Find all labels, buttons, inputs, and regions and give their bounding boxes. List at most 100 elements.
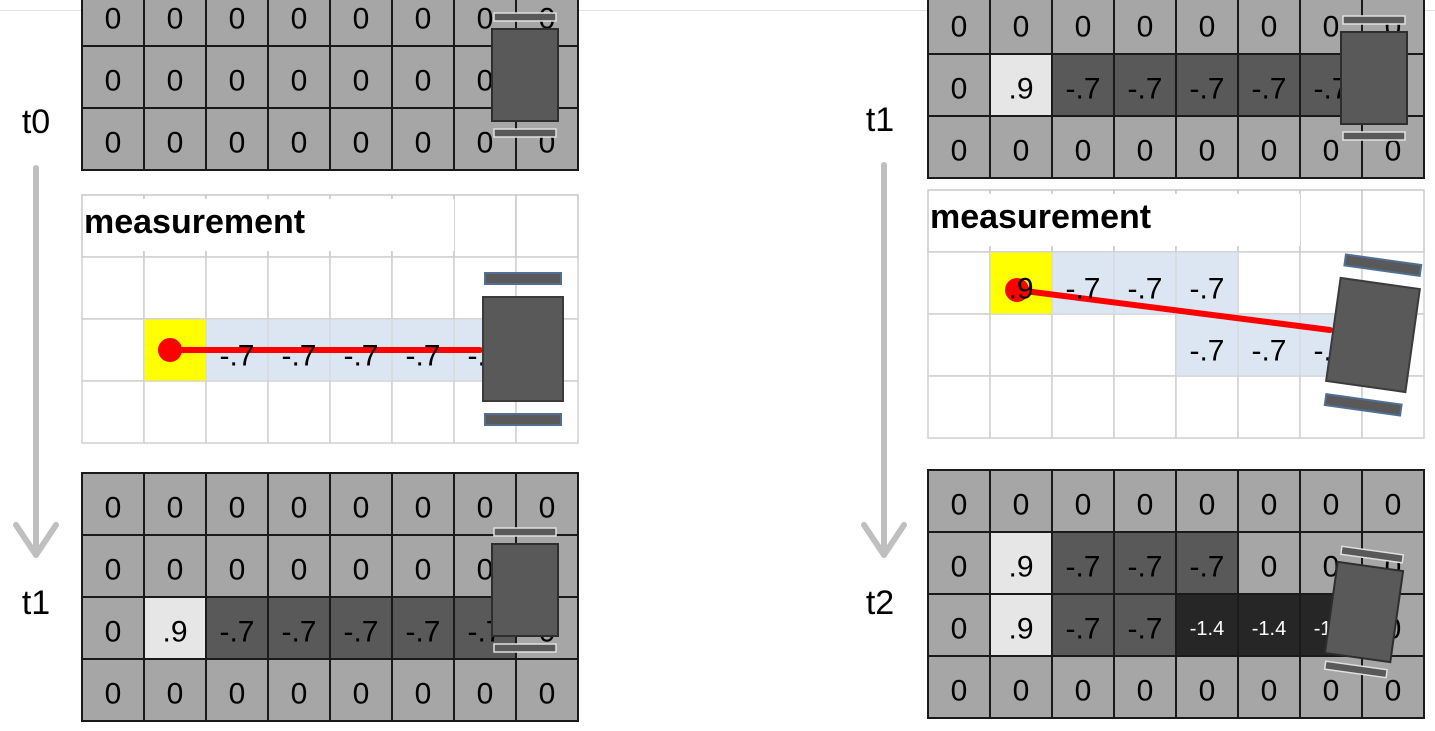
- cell-value: 0: [951, 675, 968, 708]
- grid-cell: [1175, 53, 1239, 117]
- measurement-cell: [1051, 375, 1115, 439]
- cell-value: 0: [229, 3, 246, 36]
- measurement-cell: [927, 375, 991, 439]
- grid-after: 00000000000000000.9-.7-.7-.7-.7-.7000000…: [81, 472, 579, 722]
- measurement-cell: [1237, 251, 1301, 315]
- measurement-cell: [989, 313, 1053, 377]
- cell-value: 0: [1199, 11, 1216, 44]
- grid-cell: [1113, 115, 1177, 179]
- cell-value: -.7: [219, 616, 254, 649]
- cell-value: 0: [353, 3, 370, 36]
- time-arrow: [861, 162, 907, 558]
- measurement-cell: [143, 380, 207, 444]
- cell-value: 0: [415, 678, 432, 711]
- cell-value: 0: [1385, 489, 1402, 522]
- cell-value: -1.4: [1252, 618, 1286, 640]
- cell-value: 0: [951, 11, 968, 44]
- cell-value: -.7: [1189, 73, 1224, 106]
- grid-cell: [267, 107, 331, 171]
- cell-value: -.7: [1127, 613, 1162, 646]
- laser-ray: [1014, 287, 1333, 333]
- robot-after: [491, 527, 559, 653]
- grid-cell: [453, 472, 517, 536]
- title-bg: [930, 194, 1300, 246]
- grid-cell: [1175, 655, 1239, 719]
- cell-value: -.7: [1251, 73, 1286, 106]
- cell-value: 0: [1261, 489, 1278, 522]
- robot-after: [1323, 545, 1405, 679]
- cell-value: 0: [1261, 675, 1278, 708]
- measurement-cell: [81, 256, 145, 320]
- cell-value: 0: [167, 492, 184, 525]
- grid-cell: [81, 534, 145, 598]
- measurement-cell: [205, 380, 269, 444]
- cell-value: 0: [167, 554, 184, 587]
- cell-value: 0: [1075, 11, 1092, 44]
- time-label-top: t1: [866, 101, 894, 139]
- measurement-value: -.7: [1189, 273, 1224, 306]
- robot-wheel: [484, 272, 562, 285]
- grid-cell: [927, 655, 991, 719]
- cell-value: 0: [229, 678, 246, 711]
- cell-value: 0: [1199, 135, 1216, 168]
- grid-cell: [1361, 469, 1425, 533]
- cell-value: -.7: [1127, 73, 1162, 106]
- measurement-cell: [515, 194, 579, 258]
- cell-value: 0: [105, 65, 122, 98]
- cell-value: 0: [105, 678, 122, 711]
- cell-value: 0: [1137, 675, 1154, 708]
- cell-value: 0: [1261, 551, 1278, 584]
- cell-value: 0: [167, 65, 184, 98]
- grid-cell: [81, 107, 145, 171]
- measurement-cell: [927, 251, 991, 315]
- grid-cell: [1175, 469, 1239, 533]
- cell-value: -.7: [1065, 613, 1100, 646]
- robot-measurement: [1323, 253, 1423, 417]
- cell-value: 0: [105, 554, 122, 587]
- cell-value: 0: [229, 492, 246, 525]
- grid-cell: [329, 596, 393, 660]
- measurement-value: -.7: [1251, 335, 1286, 368]
- grid-cell: [143, 107, 207, 171]
- cell-value: 0: [477, 127, 494, 160]
- cell-value: .9: [1008, 613, 1033, 646]
- grid-cell: [989, 115, 1053, 179]
- measurement-cell: [329, 380, 393, 444]
- robot-measurement: [482, 272, 564, 426]
- cell-value: 0: [291, 65, 308, 98]
- measurement-cell: [1361, 189, 1425, 253]
- cell-value: .9: [1008, 551, 1033, 584]
- cell-value: 0: [291, 554, 308, 587]
- cell-value: 0: [1261, 11, 1278, 44]
- cell-value: -.7: [343, 616, 378, 649]
- free-cell: [1176, 314, 1238, 376]
- cell-value: 0: [1075, 489, 1092, 522]
- measurement-title: measurement: [930, 198, 1151, 236]
- cell-value: 0: [1013, 11, 1030, 44]
- cell-value: 0: [1261, 135, 1278, 168]
- cell-value: 0: [539, 678, 556, 711]
- robot-body: [1340, 31, 1408, 125]
- grid-cell: [1361, 655, 1425, 719]
- cell-value: 0: [1137, 135, 1154, 168]
- grid-cell: [1051, 593, 1115, 657]
- grid-cell: [391, 534, 455, 598]
- robot-wheel: [1342, 131, 1406, 141]
- grid-cell: [1361, 115, 1425, 179]
- grid-cell: [391, 658, 455, 722]
- cell-value: 0: [415, 554, 432, 587]
- measurement-value: -.7: [343, 340, 378, 373]
- grid-cell: [267, 534, 331, 598]
- robot-body: [491, 543, 559, 637]
- measurement-cell: [143, 256, 207, 320]
- grid-cell: [927, 531, 991, 595]
- panel-1: t0t1000000000000000000000000measurement-…: [13, 0, 579, 722]
- cell-value: 0: [1323, 675, 1340, 708]
- title-bg: [84, 199, 454, 251]
- grid-cell: [1299, 115, 1363, 179]
- cell-value: 0: [105, 492, 122, 525]
- measurement-cell: [1299, 189, 1363, 253]
- cell-value: .9: [1008, 73, 1033, 106]
- cell-value: -.7: [1065, 551, 1100, 584]
